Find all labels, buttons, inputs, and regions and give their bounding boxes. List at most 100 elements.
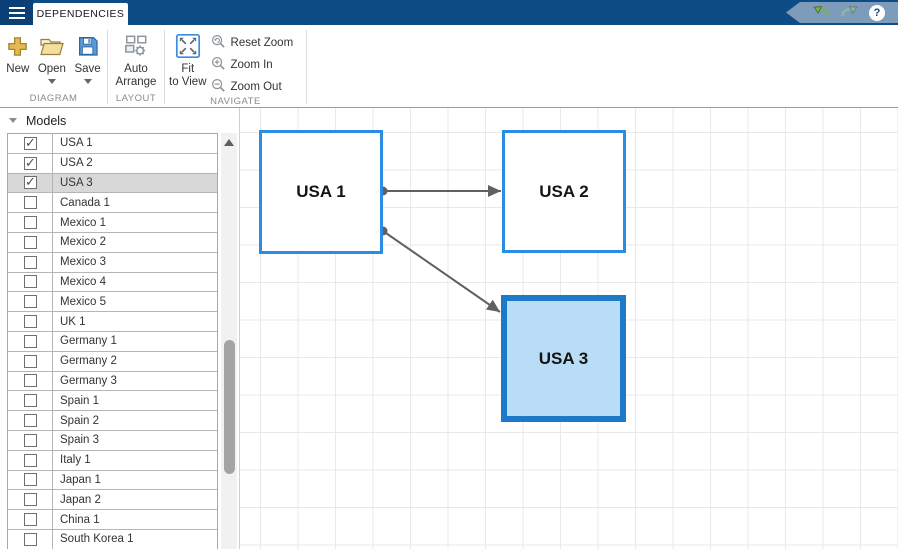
group-label-diagram: DIAGRAM xyxy=(29,93,78,104)
model-checkbox[interactable] xyxy=(23,295,37,309)
list-item[interactable]: Spain 3 xyxy=(8,430,217,451)
diagram-node[interactable]: USA 1 xyxy=(259,130,383,254)
model-checkbox[interactable] xyxy=(23,135,37,151)
model-name: Germany 3 xyxy=(60,374,117,387)
model-checkbox[interactable] xyxy=(23,235,37,249)
list-item[interactable]: Germany 2 xyxy=(8,351,217,372)
hamburger-icon xyxy=(8,11,25,14)
redo-icon xyxy=(840,3,859,22)
model-name: Japan 2 xyxy=(60,493,101,506)
list-item[interactable]: Japan 1 xyxy=(8,470,217,491)
model-checkbox[interactable] xyxy=(23,473,37,487)
model-name: Mexico 1 xyxy=(60,216,107,229)
model-checkbox[interactable] xyxy=(23,532,37,546)
list-item[interactable]: USA 3 xyxy=(8,173,217,194)
list-item[interactable]: Mexico 1 xyxy=(8,213,217,233)
zoom-in-icon xyxy=(211,56,226,74)
model-name: Italy 1 xyxy=(60,454,91,467)
list-item[interactable]: UK 1 xyxy=(8,312,217,332)
model-checkbox[interactable] xyxy=(23,196,37,210)
help-button[interactable]: ? xyxy=(868,4,886,22)
list-item[interactable]: Mexico 2 xyxy=(8,232,217,253)
models-panel-header[interactable]: Models xyxy=(0,108,239,133)
model-checkbox[interactable] xyxy=(23,354,37,368)
list-item[interactable]: Canada 1 xyxy=(8,193,217,214)
checkbox-cell xyxy=(8,391,53,411)
fit-to-view-button[interactable]: Fit to View xyxy=(165,32,211,96)
model-name: Mexico 2 xyxy=(60,236,107,249)
collapse-triangle-icon xyxy=(9,118,17,123)
diagram-node[interactable]: USA 3 xyxy=(501,295,626,422)
checkbox-cell xyxy=(8,490,53,510)
model-checkbox[interactable] xyxy=(23,255,37,269)
list-item[interactable]: Mexico 5 xyxy=(8,292,217,313)
model-checkbox[interactable] xyxy=(23,155,37,171)
checkbox-cell xyxy=(8,470,53,490)
tab-dependencies[interactable]: DEPENDENCIES xyxy=(33,3,128,25)
list-item[interactable]: China 1 xyxy=(8,510,217,530)
node-label: USA 1 xyxy=(296,182,346,201)
list-item[interactable]: USA 2 xyxy=(8,153,217,174)
checkbox-cell xyxy=(8,351,53,371)
zoom-out-icon xyxy=(211,78,226,96)
auto-arrange-button[interactable]: Auto Arrange xyxy=(112,32,161,89)
checkbox-cell xyxy=(8,213,53,232)
model-checkbox[interactable] xyxy=(23,394,37,408)
model-checkbox[interactable] xyxy=(23,374,37,388)
checkbox-cell xyxy=(8,193,53,213)
list-item[interactable]: Mexico 4 xyxy=(8,272,217,293)
model-checkbox[interactable] xyxy=(23,315,37,329)
model-name: China 1 xyxy=(60,513,100,526)
save-dropdown-caret[interactable] xyxy=(83,79,92,84)
model-name: UK 1 xyxy=(60,315,86,328)
open-button[interactable]: Open xyxy=(34,32,70,84)
list-item[interactable]: Spain 2 xyxy=(8,411,217,431)
list-item[interactable]: Germany 1 xyxy=(8,331,217,352)
toolbar-group-layout: Auto Arrange LAYOUT xyxy=(108,25,164,107)
checkbox-cell xyxy=(8,371,53,391)
list-item[interactable]: Japan 2 xyxy=(8,490,217,511)
diagram-node[interactable]: USA 2 xyxy=(502,130,626,253)
model-name: Spain 2 xyxy=(60,414,100,427)
zoom-in-label: Zoom In xyxy=(230,58,273,71)
checkbox-cell xyxy=(8,173,53,193)
redo-button[interactable] xyxy=(840,4,858,22)
undo-icon xyxy=(812,3,831,22)
save-button[interactable]: Save xyxy=(70,32,104,84)
menu-button[interactable] xyxy=(0,0,33,25)
scroll-up-button[interactable] xyxy=(221,133,237,151)
save-label: Save xyxy=(74,63,101,75)
model-checkbox[interactable] xyxy=(23,493,37,507)
model-checkbox[interactable] xyxy=(23,414,37,428)
undo-button[interactable] xyxy=(812,4,830,22)
scroll-up-icon xyxy=(224,138,234,146)
list-item[interactable]: Mexico 3 xyxy=(8,252,217,273)
model-checkbox[interactable] xyxy=(23,334,37,348)
open-folder-icon xyxy=(39,32,65,60)
reset-zoom-button[interactable]: Reset Zoom xyxy=(211,33,293,52)
checkbox-cell xyxy=(8,430,53,450)
open-dropdown-caret[interactable] xyxy=(47,79,56,84)
model-checkbox[interactable] xyxy=(23,216,37,230)
node-label: USA 2 xyxy=(539,181,589,201)
zoom-out-button[interactable]: Zoom Out xyxy=(211,77,294,96)
new-button[interactable]: New xyxy=(2,32,33,84)
list-item[interactable]: Italy 1 xyxy=(8,450,217,471)
zoom-in-button[interactable]: Zoom In xyxy=(211,55,294,74)
model-checkbox[interactable] xyxy=(23,174,37,190)
model-checkbox[interactable] xyxy=(23,453,37,467)
list-item[interactable]: Germany 3 xyxy=(8,371,217,392)
model-name: USA 1 xyxy=(60,137,93,150)
model-checkbox[interactable] xyxy=(23,513,37,527)
scrollbar-thumb[interactable] xyxy=(223,340,235,474)
list-item[interactable]: South Korea 1 xyxy=(8,529,217,549)
model-checkbox[interactable] xyxy=(23,275,37,289)
model-checkbox[interactable] xyxy=(23,433,37,447)
model-name: Mexico 3 xyxy=(60,256,107,269)
model-name: South Korea 1 xyxy=(60,533,134,546)
models-scrollbar[interactable] xyxy=(221,133,237,549)
list-item[interactable]: Spain 1 xyxy=(8,391,217,412)
list-item[interactable]: USA 1 xyxy=(8,134,217,154)
diagram-canvas[interactable]: USA 1 USA 2 USA 3 xyxy=(240,108,898,549)
